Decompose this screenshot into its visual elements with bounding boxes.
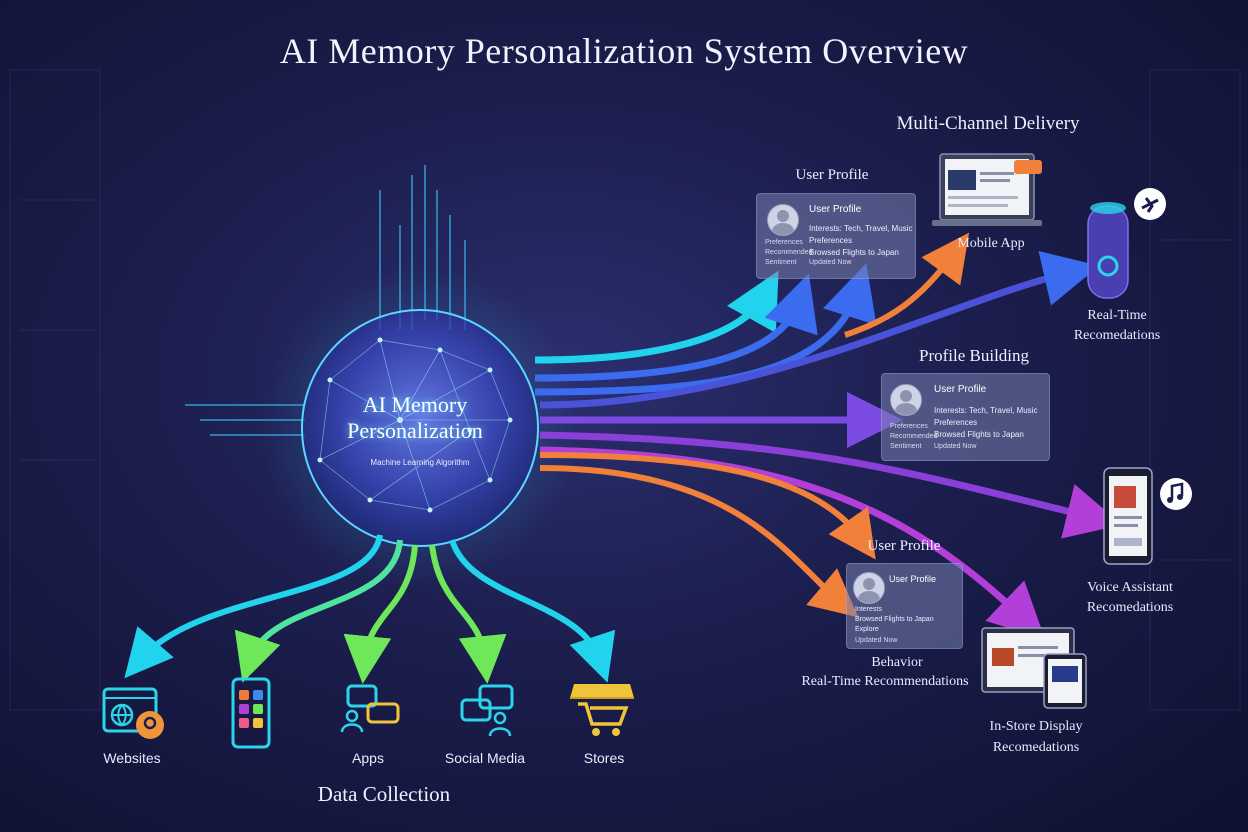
user-profile-card-middle: User Profile Interests: Tech, Travel, Mu… [881,373,1050,461]
sphere-subtitle: Machine Learning Algorithm [370,458,470,467]
profile-line: Explore [855,626,879,633]
source-label-apps: Apps [352,750,384,766]
profile-line: Browsed Flights to Japan [855,616,934,623]
profile-line: Browsed Flights to Japan [934,430,1024,439]
profile-header-bottom: User Profile [867,538,941,554]
meta-line: Preferences [890,423,928,430]
source-label-stores: Stores [583,750,625,766]
updated-label: Updated Now [855,637,898,644]
profile-line: Preferences [934,418,978,427]
avatar [767,204,799,236]
chat-users-icon [338,684,402,736]
social-chat-icon [458,684,516,738]
smartphone-icon [1100,466,1196,566]
profile-line: Interests: Tech, Travel, Music [809,224,913,233]
meta-line: Recommended [765,249,813,256]
source-label-social-media: Social Media [444,750,526,766]
behavior-sublabel: Real-Time Recommendations [801,674,969,689]
smart-speaker-icon [1082,186,1172,302]
avatar [853,572,885,604]
shopping-cart-store-icon [566,680,638,740]
card-title: User Profile [889,574,937,584]
profile-header-top: User Profile [795,167,869,183]
profile-line: Interests: Tech, Travel, Music [934,406,1038,415]
profile-line: Preferences [809,236,853,245]
globe-location-icon [100,685,166,741]
source-label-websites: Websites [103,750,161,766]
card-title: User Profile [934,384,987,395]
profile-line: Interests [855,606,882,613]
display-devices-icon [980,626,1090,710]
background-panels [9,69,1241,711]
updated-label: Updated Now [934,443,977,450]
card-title: User Profile [809,204,862,215]
laptop-icon [930,152,1050,232]
ai-sphere [301,309,539,547]
behavior-label: Behavior [871,655,923,670]
sphere-title: AI Memory Personalization [347,392,483,443]
profile-building-header: Profile Building [918,346,1030,365]
smartphone-icon [230,676,274,750]
user-profile-card-top: User Profile Interests: Tech, Travel, Mu… [756,193,916,279]
user-profile-card-bottom: User Profile Interests Browsed Flights t… [846,563,963,649]
meta-line: Preferences [765,239,803,246]
updated-label: Updated Now [809,259,852,266]
channel-label-in-store: In-Store Display Recomedations [989,719,1083,755]
profile-line: Browsed Flights to Japan [809,248,899,257]
sphere-network [319,339,511,511]
channel-label-mobile-app: Mobile App [957,236,1025,251]
delivery-header: Multi-Channel Delivery [896,113,1080,134]
page-title: AI Memory Personalization System Overvie… [279,31,969,71]
meta-line: Recommended [890,433,938,440]
data-collection-label: Data Collection [317,782,451,806]
meta-line: Sentiment [765,259,797,266]
sphere-nodes [317,337,513,513]
avatar [890,384,922,416]
channel-label-voice-assistant: Voice Assistant Recomedations [1086,580,1174,615]
meta-line: Sentiment [890,443,922,450]
channel-label-real-time: Real-Time Recomedations [1073,308,1161,343]
